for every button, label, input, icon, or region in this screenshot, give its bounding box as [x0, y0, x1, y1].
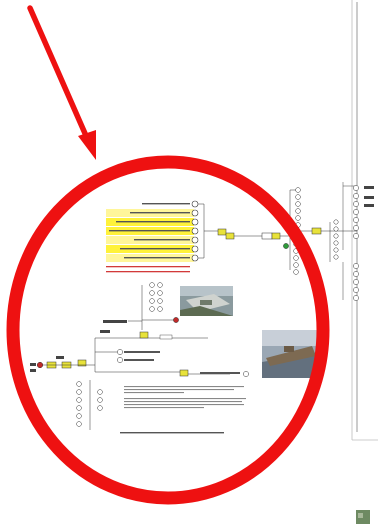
- lower-left-subtree: [76, 380, 103, 430]
- yellow-list-text-marks: [109, 203, 190, 259]
- pointer-arrow: [27, 5, 96, 160]
- annotation-overlay: [6, 5, 330, 505]
- right-subtree-lower: [342, 262, 359, 301]
- hub-node-left: [217, 228, 227, 236]
- yellow-list-nodes: [191, 200, 199, 262]
- upper-fan-nodes: [290, 187, 301, 228]
- thumbnail-image: [356, 510, 370, 524]
- lower-left-leaves: [76, 381, 103, 427]
- diagram-notes: [120, 386, 246, 434]
- highlight-circle: [6, 155, 330, 505]
- branch-label-mark: [103, 320, 127, 323]
- hub-node-main: [271, 232, 281, 240]
- airfield-branch-leaves: [149, 282, 163, 312]
- main-spine: [94, 330, 249, 377]
- green-status-node: [283, 243, 289, 249]
- ship-photo: [262, 330, 320, 378]
- right-subtree-upper: [342, 182, 374, 250]
- red-notes: [106, 266, 190, 273]
- right-leaf-nodes-upper: [353, 185, 374, 239]
- airfield-branch: [103, 282, 179, 330]
- right-leaf-nodes-lower: [353, 263, 359, 301]
- aerial-airfield-photo: [180, 286, 233, 316]
- red-status-node: [173, 317, 179, 323]
- arrow-head: [78, 130, 96, 160]
- right-page: [351, 0, 378, 441]
- yellow-label-list: [106, 200, 218, 273]
- central-hub: [217, 187, 357, 275]
- root-node-cluster: [30, 356, 95, 372]
- mid-right-leaf-nodes: [333, 219, 339, 260]
